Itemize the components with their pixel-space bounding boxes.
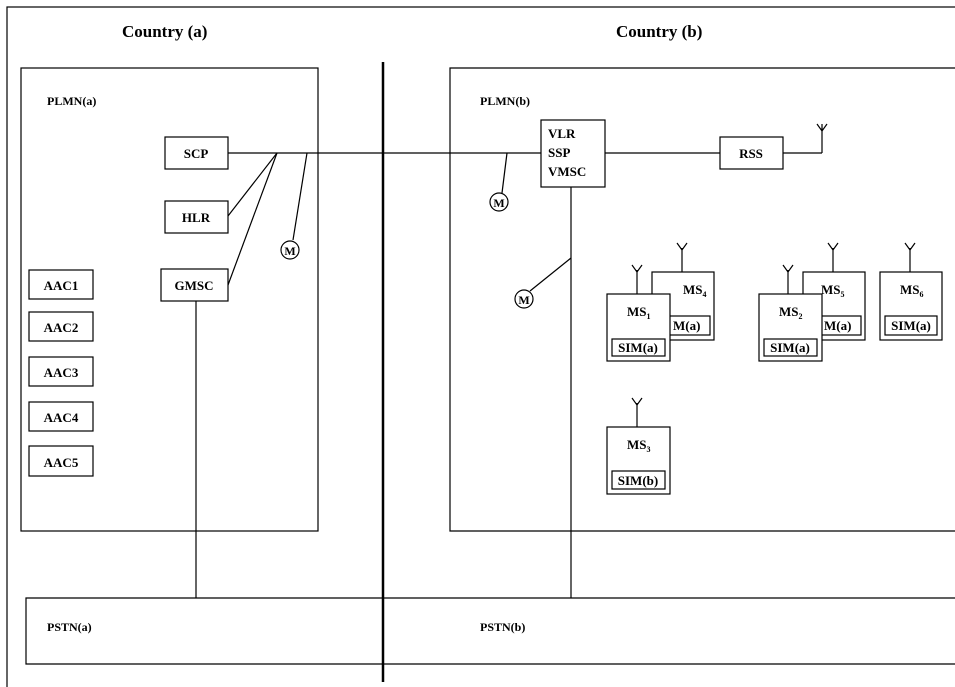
svg-text:VLR: VLR (548, 126, 576, 141)
svg-text:SSP: SSP (548, 145, 570, 160)
hlr-node: HLR (164, 200, 229, 234)
ms3-phone: MS3 SIM(b) (606, 397, 671, 495)
monitor-a-link (292, 152, 308, 241)
country-a-label: Country (a) (122, 22, 207, 41)
ms1-phone: MS1 SIM(a) (606, 264, 671, 362)
ms2-phone: MS2 SIM(a) (758, 264, 823, 362)
svg-text:MS4: MS4 (683, 282, 707, 299)
svg-text:GMSC: GMSC (175, 278, 214, 293)
aac-node: AAC2 (28, 311, 94, 342)
svg-text:M(a): M(a) (824, 318, 851, 333)
svg-text:MS5: MS5 (821, 282, 845, 299)
svg-text:M: M (493, 196, 504, 210)
svg-text:HLR: HLR (182, 210, 211, 225)
svg-text:M: M (284, 244, 295, 258)
aac-node: AAC3 (28, 356, 94, 387)
pstn-region (25, 597, 955, 665)
svg-text:MS3: MS3 (627, 437, 651, 454)
svg-text:MS2: MS2 (779, 304, 803, 321)
monitor-a-icon: M (280, 240, 300, 260)
pstn-b-label: PSTN(b) (480, 620, 525, 634)
svg-text:VMSC: VMSC (548, 164, 586, 179)
hlr-link (227, 152, 278, 217)
gmsc-link (227, 152, 278, 286)
outer-frame (6, 6, 955, 687)
scp-node: SCP (164, 136, 229, 170)
svg-text:SIM(a): SIM(a) (891, 318, 931, 333)
svg-text:M(a): M(a) (673, 318, 700, 333)
svg-text:M: M (518, 293, 529, 307)
country-b-label: Country (b) (616, 22, 702, 41)
rss-antenna-icon (816, 123, 828, 153)
monitor-b-link (501, 152, 508, 194)
rss-node: RSS (719, 136, 784, 170)
ms6-phone: MS6 SIM(a) (879, 242, 943, 341)
monitor-c-link (529, 257, 572, 292)
svg-text:AAC3: AAC3 (44, 365, 79, 380)
svg-text:AAC5: AAC5 (44, 455, 79, 470)
svg-text:AAC2: AAC2 (44, 320, 79, 335)
vlr-ssp-vmsc-node: VLR SSP VMSC (540, 119, 606, 188)
svg-text:MS6: MS6 (900, 282, 924, 299)
svg-text:RSS: RSS (739, 146, 763, 161)
plmn-a-label: PLMN(a) (47, 94, 96, 108)
svg-text:SCP: SCP (184, 146, 209, 161)
gmsc-node: GMSC (160, 268, 229, 302)
plmn-b-label: PLMN(b) (480, 94, 530, 108)
svg-text:SIM(a): SIM(a) (618, 340, 658, 355)
aac-node: AAC5 (28, 445, 94, 477)
aac-node: AAC1 (28, 269, 94, 300)
svg-text:AAC4: AAC4 (44, 410, 79, 425)
svg-text:AAC1: AAC1 (44, 278, 79, 293)
monitor-c-icon: M (514, 289, 534, 309)
monitor-b-icon: M (489, 192, 509, 212)
svg-text:SIM(b): SIM(b) (618, 473, 658, 488)
svg-text:SIM(a): SIM(a) (770, 340, 810, 355)
aac-node: AAC4 (28, 401, 94, 432)
svg-text:MS1: MS1 (627, 304, 651, 321)
pstn-a-label: PSTN(a) (47, 620, 92, 634)
